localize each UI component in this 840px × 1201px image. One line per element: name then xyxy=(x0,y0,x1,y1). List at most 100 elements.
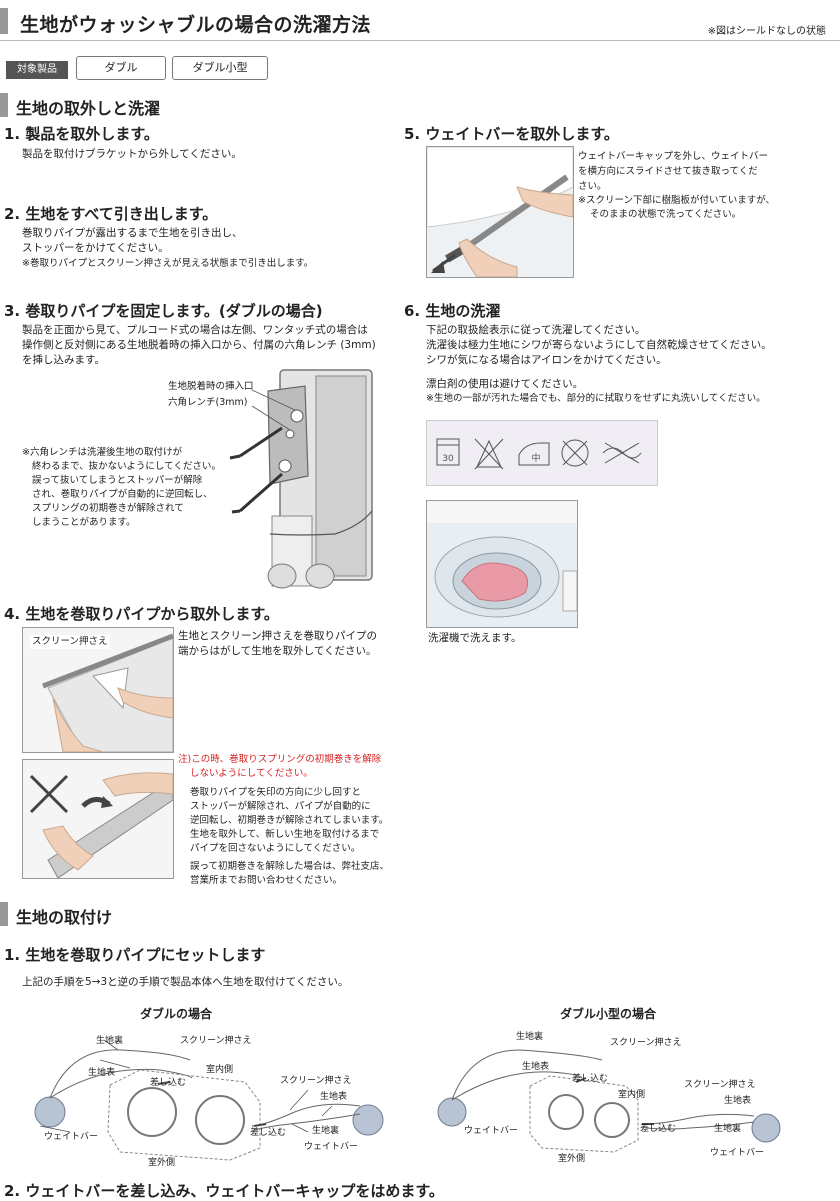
step4-para2-line1: 誤って初期巻きを解除した場合は、弊社支店、 xyxy=(190,861,390,872)
diagram-right-indoor: 室内側 xyxy=(618,1090,646,1100)
no-tumble-dry-icon xyxy=(561,439,589,467)
section1-title: 生地の取外しと洗濯 xyxy=(16,99,161,118)
section2-step1-title: 1. 生地を巻取りパイプにセットします xyxy=(4,946,266,964)
header-accent xyxy=(0,8,8,34)
step6-line4: 漂白剤の使用は避けてください。 xyxy=(426,378,584,390)
step6-line3: シワが気になる場合はアイロンをかけてください。 xyxy=(426,354,667,366)
diagram-left-screen-holder-2: スクリーン押さえ xyxy=(280,1076,352,1086)
diagram-left xyxy=(34,1039,384,1161)
iron-setting-label: 中 xyxy=(531,452,540,464)
diagram-right-fabric-front-1: 生地表 xyxy=(522,1062,550,1072)
step3-note4: され、巻取りパイプが自動的に逆回転し、 xyxy=(32,489,213,500)
washing-machine-illustration xyxy=(427,501,577,627)
label-insert-port: 生地脱着時の挿入口 xyxy=(168,381,254,392)
diagram-left-fabric-front-2: 生地表 xyxy=(320,1092,348,1102)
diagram-right xyxy=(437,1049,781,1153)
diagram-left-title: ダブルの場合 xyxy=(140,1007,213,1021)
washing-machine-caption: 洗濯機で洗えます。 xyxy=(428,632,522,644)
step4-line2: 端からはがして生地を取外してください。 xyxy=(178,645,377,657)
step4-line1: 生地とスクリーン押さえを巻取りパイプの xyxy=(178,630,377,642)
diagram-left-screen-holder-1: スクリーン押さえ xyxy=(180,1036,252,1046)
step2-line2: ストッパーをかけてください。 xyxy=(22,242,169,254)
page-title: 生地がウォッシャブルの場合の洗濯方法 xyxy=(20,14,372,36)
step6-note: ※生地の一部が汚れた場合でも、部分的に拭取りをせずに丸洗いしてください。 xyxy=(426,393,766,404)
section2-title: 生地の取付け xyxy=(16,908,113,927)
step4-photo2 xyxy=(22,759,174,879)
section1-accent xyxy=(0,93,8,117)
step3-note3: 誤って抜いてしまうとストッパーが解除 xyxy=(32,475,203,486)
step1-title: 1. 製品を取外します。 xyxy=(4,125,159,143)
step4-para1-line3: 逆回転し、初期巻きが解除されてしまいます。 xyxy=(190,815,389,826)
step2-note: ※巻取りパイプとスクリーン押さえが見える状態まで引き出します。 xyxy=(22,258,314,269)
product-tag-double-small: ダブル小型 xyxy=(172,56,268,80)
step4-title: 4. 生地を巻取りパイプから取外します。 xyxy=(4,605,279,623)
step4-para1-line2: ストッパーが解除され、パイプが自動的に xyxy=(190,801,371,812)
step5-line2: を横方向にスライドさせて抜き取ってくだ xyxy=(578,166,758,177)
step5-photo-illustration xyxy=(427,147,573,277)
diagram-left-weight-bar-1: ウェイトバー xyxy=(44,1132,99,1142)
label-hex-wrench: 六角レンチ(3mm) xyxy=(168,397,248,408)
diagram-right-fabric-back-2: 生地裏 xyxy=(714,1124,742,1134)
diagram-right-screen-holder-2: スクリーン押さえ xyxy=(684,1080,756,1090)
wash-30-icon xyxy=(436,438,460,466)
step3-line3: を挿し込みます。 xyxy=(22,354,105,366)
diagram-left-fabric-back-1: 生地裏 xyxy=(96,1036,124,1046)
step3-note5: スプリングの初期巻きが解除されて xyxy=(32,503,184,514)
step4-caution2: しないようにしてください。 xyxy=(190,768,313,779)
diagram-left-outdoor: 室外側 xyxy=(148,1158,176,1168)
step4-para1-line4: 生地を取外して、新しい生地を取付けるまで xyxy=(190,829,380,840)
product-tag-double: ダブル xyxy=(76,56,166,80)
step3-note6: しまうことがあります。 xyxy=(32,517,136,528)
step3-note1: ※六角レンチは洗濯後生地の取付けが xyxy=(22,447,182,458)
step3-line1: 製品を正面から見て、プルコード式の場合は左側、ワンタッチ式の場合は xyxy=(22,324,368,336)
step6-line1: 下記の取扱絵表示に従って洗濯してください。 xyxy=(426,324,646,336)
section2-step2-title: 2. ウェイトバーを差し込み、ウェイトバーキャップをはめます。 xyxy=(4,1182,444,1200)
step1-text: 製品を取付けブラケットから外してください。 xyxy=(22,148,242,160)
diagram-right-weight-bar-1: ウェイトバー xyxy=(464,1126,519,1136)
section2-step1-text: 上記の手順を5→3と逆の手順で製品本体へ生地を取付けてください。 xyxy=(22,976,349,988)
step4-para1-line5: パイプを回さないようにしてください。 xyxy=(190,843,361,854)
step5-line3: さい。 xyxy=(578,181,607,192)
step5-note1: ※スクリーン下部に樹脂板が付いていますが、 xyxy=(578,195,776,206)
step6-title: 6. 生地の洗濯 xyxy=(404,302,501,320)
diagram-right-screen-holder-1: スクリーン押さえ xyxy=(610,1038,682,1048)
target-products-label: 対象製品 xyxy=(6,61,68,79)
care-symbols: 30 中 xyxy=(436,438,642,470)
step5-note2: そのままの状態で洗ってください。 xyxy=(590,209,742,220)
step3-line2: 操作側と反対側にある生地脱着時の挿入口から、付属の六角レンチ (3mm) xyxy=(22,339,376,351)
step2-title: 2. 生地をすべて引き出します。 xyxy=(4,205,218,223)
diagram-left-fabric-front-1: 生地表 xyxy=(88,1068,116,1078)
diagram-right-fabric-front-2: 生地表 xyxy=(724,1096,752,1106)
diagram-left-insert-1: 差し込む xyxy=(150,1078,187,1088)
step3-illustration xyxy=(229,369,373,589)
step4-photo2-illustration xyxy=(23,760,173,878)
step3-title: 3. 巻取りパイプを固定します。(ダブルの場合) xyxy=(4,302,323,320)
care-labels-panel: 30 中 xyxy=(426,420,658,486)
step5-photo xyxy=(426,146,574,278)
step3-note2: 終わるまで、抜かないようにしてください。 xyxy=(32,461,221,472)
diagram-right-insert-1: 差し込む xyxy=(572,1074,609,1084)
diagram-right-insert-2: 差し込む xyxy=(640,1124,677,1134)
washing-machine-photo xyxy=(426,500,578,628)
step4-para1-line1: 巻取りパイプを矢印の方向に少し回すと xyxy=(190,787,362,798)
diagram-left-fabric-back-2: 生地裏 xyxy=(312,1126,340,1136)
no-bleach-icon xyxy=(474,438,504,470)
section2-accent xyxy=(0,902,8,926)
diagram-left-indoor: 室内側 xyxy=(206,1065,234,1075)
step4-para2-line2: 営業所までお問い合わせください。 xyxy=(190,875,343,886)
step2-line1: 巻取りパイプが露出するまで生地を引き出し、 xyxy=(22,227,243,239)
step5-line1: ウェイトバーキャップを外し、ウェイトバー xyxy=(578,151,769,162)
diagram-right-title: ダブル小型の場合 xyxy=(560,1007,657,1021)
diagram-right-fabric-back-1: 生地裏 xyxy=(516,1032,544,1042)
step6-line2: 洗濯後は極力生地にシワが寄らないようにして自然乾燥させてください。 xyxy=(426,339,772,351)
step5-title: 5. ウェイトバーを取外します。 xyxy=(404,125,619,143)
diagram-right-weight-bar-2: ウェイトバー xyxy=(710,1148,765,1158)
diagram-right-outdoor: 室外側 xyxy=(558,1154,586,1164)
iron-medium-icon xyxy=(518,442,550,466)
header-note: ※図はシールドなしの状態 xyxy=(707,26,826,37)
step4-caution1: 注)この時、巻取りスプリングの初期巻きを解除 xyxy=(178,754,382,765)
no-wring-icon xyxy=(602,442,642,464)
wash-temp-label: 30 xyxy=(442,454,454,464)
label-screen-holder: スクリーン押さえ xyxy=(30,635,110,649)
header-bar xyxy=(0,0,840,41)
